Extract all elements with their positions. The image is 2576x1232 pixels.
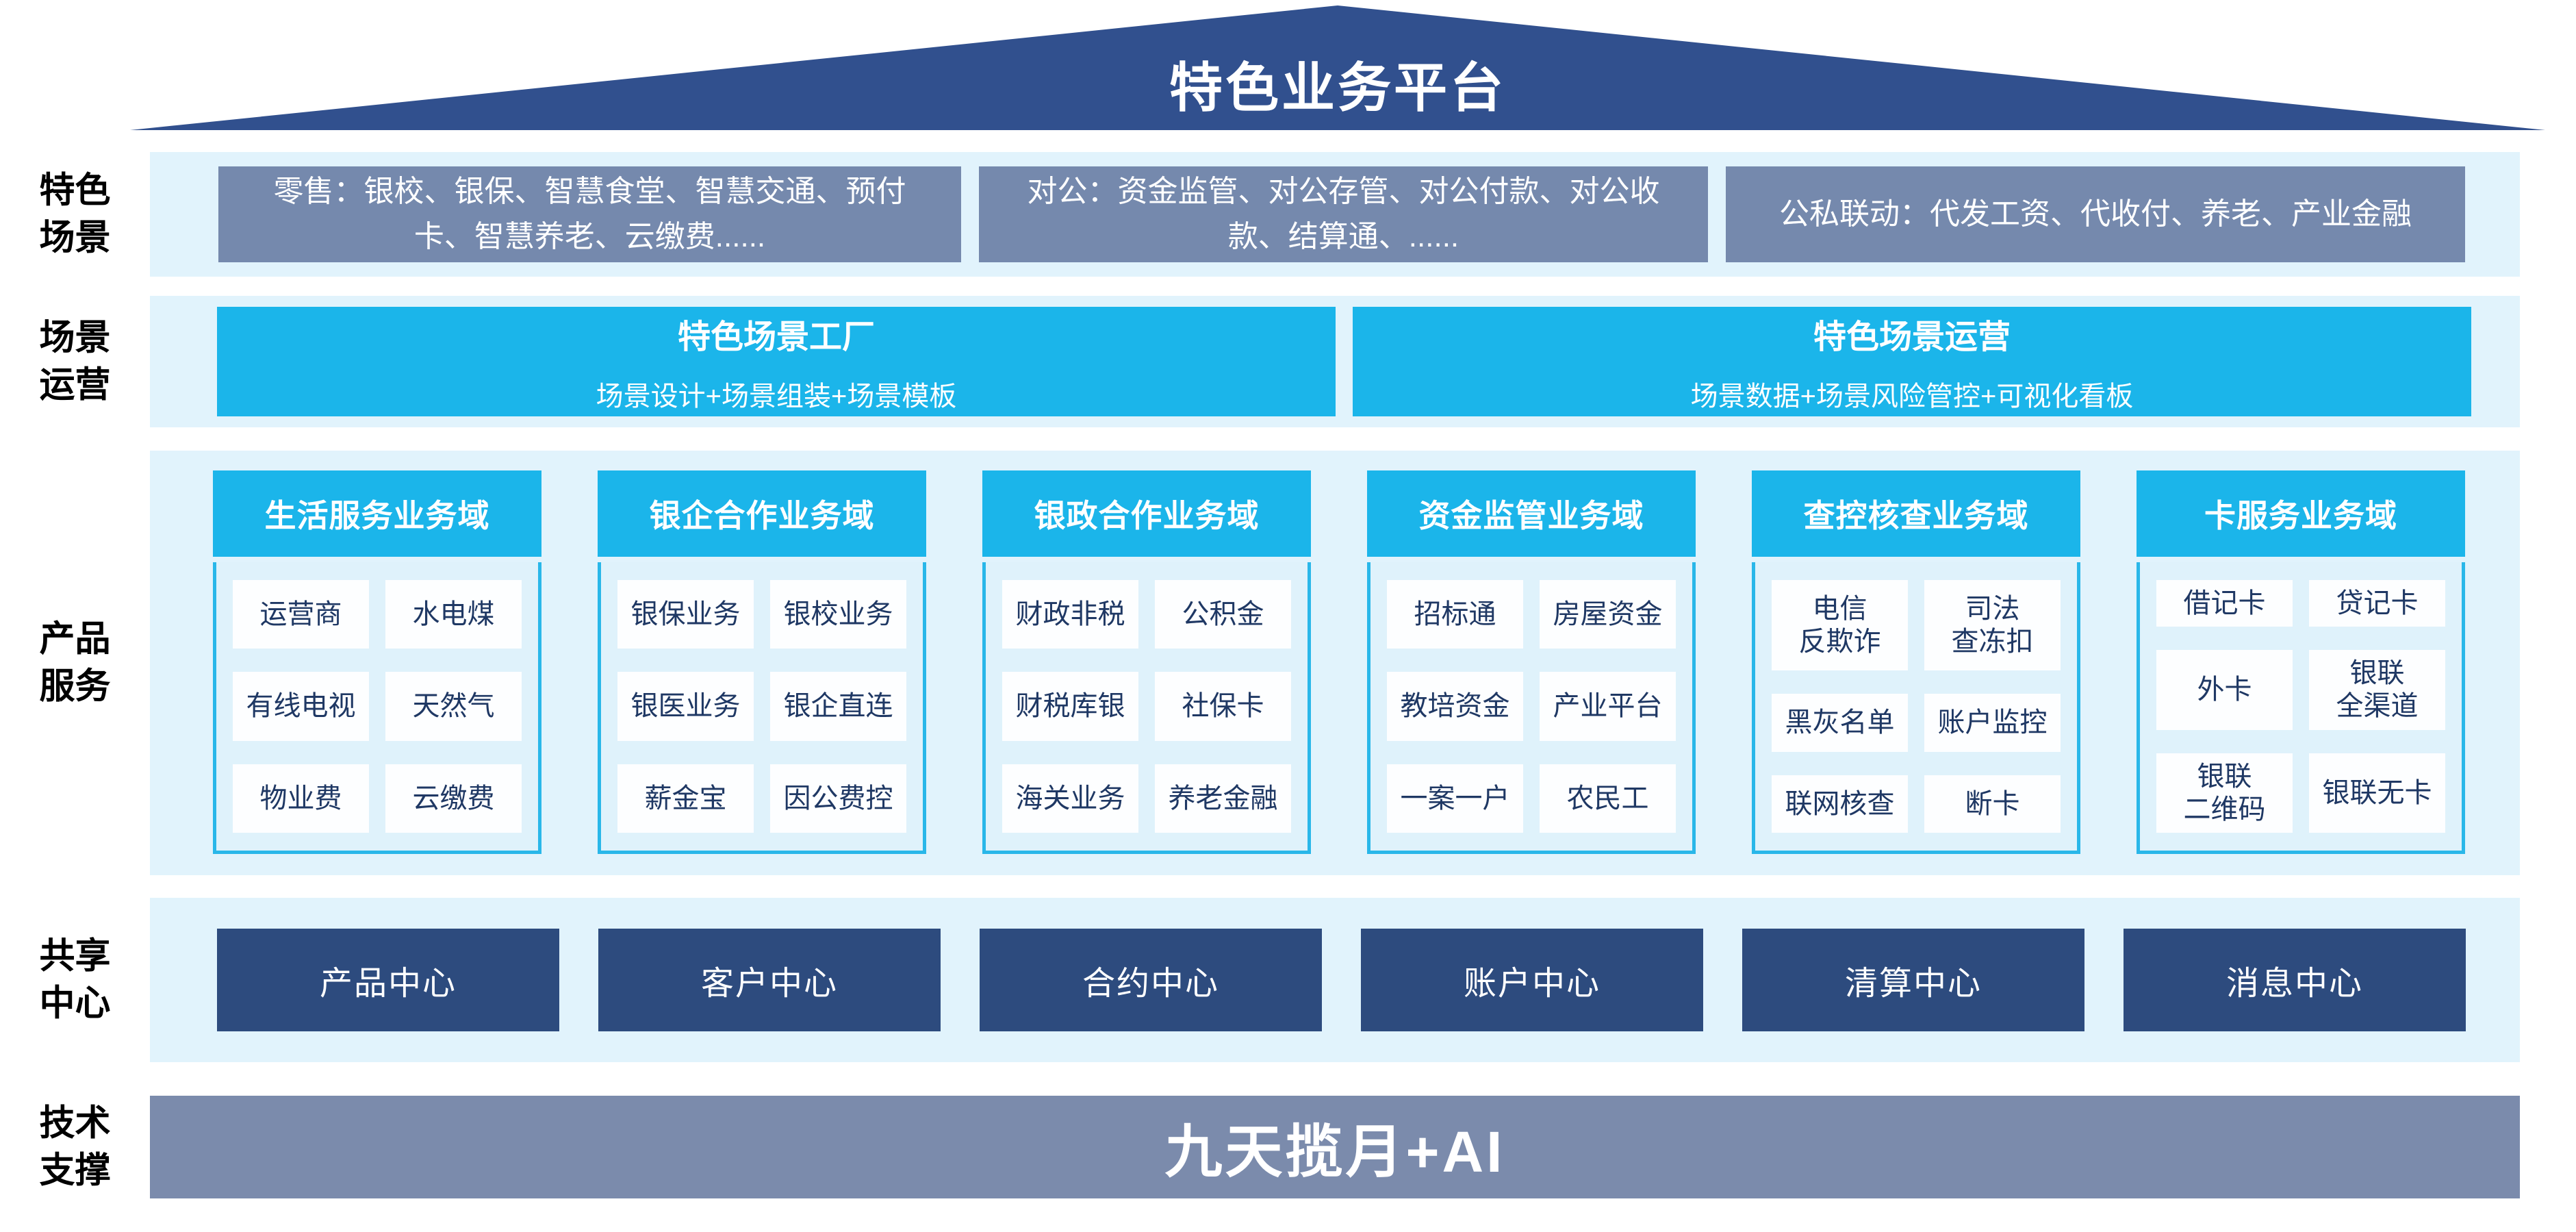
row-label-operation: 场景 运营 <box>39 318 111 405</box>
product-cell: 公积金 <box>1155 580 1291 649</box>
domain-body: 运营商 水电煤 有线电视 天然气 物业费 云缴费 <box>213 562 541 854</box>
scene-factory-subtitle: 场景设计+场景组装+场景模板 <box>596 381 957 412</box>
product-cell: 水电煤 <box>385 580 522 649</box>
domain-column-inspection-verification: 查控核查业务域 电信 反欺诈 司法 查冻扣 黑灰名单 账户监控 联网核查 断卡 <box>1752 470 2080 854</box>
domain-column-fund-supervision: 资金监管业务域 招标通 房屋资金 教培资金 产业平台 一案一户 农民工 <box>1367 470 1696 854</box>
scene-operation-subtitle: 场景数据+场景风险管控+可视化看板 <box>1690 381 2134 412</box>
product-cell: 物业费 <box>233 764 369 833</box>
product-cell: 因公费控 <box>770 764 906 833</box>
domain-header: 资金监管业务域 <box>1367 470 1696 557</box>
product-cell: 财政非税 <box>1002 580 1138 649</box>
row-label-centers: 共享 中心 <box>39 936 111 1023</box>
product-cell: 联网核查 <box>1772 775 1908 833</box>
scene-factory-box: 特色场景工厂 场景设计+场景组装+场景模板 <box>217 307 1336 416</box>
domain-body: 借记卡 贷记卡 外卡 银联 全渠道 银联 二维码 银联无卡 <box>2137 562 2465 854</box>
operation-band: 特色场景工厂 场景设计+场景组装+场景模板 特色场景运营 场景数据+场景风险管控… <box>150 296 2520 427</box>
product-cell: 一案一户 <box>1387 764 1523 833</box>
product-cell: 外卡 <box>2156 650 2293 730</box>
domain-column-life-services: 生活服务业务域 运营商 水电煤 有线电视 天然气 物业费 云缴费 <box>213 470 541 854</box>
product-cell: 电信 反欺诈 <box>1772 580 1908 671</box>
product-cell: 社保卡 <box>1155 672 1291 741</box>
row-label-tech: 技术 支撑 <box>39 1103 111 1190</box>
domain-body: 银保业务 银校业务 银医业务 银企直连 薪金宝 因公费控 <box>598 562 926 854</box>
domain-body: 财政非税 公积金 财税库银 社保卡 海关业务 养老金融 <box>982 562 1311 854</box>
domain-column-card-services: 卡服务业务域 借记卡 贷记卡 外卡 银联 全渠道 银联 二维码 银联无卡 <box>2137 470 2465 854</box>
product-cell: 银企直连 <box>770 672 906 741</box>
scene-operation-box: 特色场景运营 场景数据+场景风险管控+可视化看板 <box>1353 307 2471 416</box>
scene-factory-title: 特色场景工厂 <box>677 319 875 355</box>
scene-operation-title: 特色场景运营 <box>1813 319 2011 355</box>
products-band: 生活服务业务域 运营商 水电煤 有线电视 天然气 物业费 云缴费 银企合作业务域… <box>150 451 2520 875</box>
scene-box-corporate: 对公：资金监管、对公存管、对公付款、对公收 款、结算通、...... <box>979 166 1708 262</box>
product-cell: 海关业务 <box>1002 764 1138 833</box>
product-cell: 薪金宝 <box>617 764 754 833</box>
domain-header: 卡服务业务域 <box>2137 470 2465 557</box>
product-cell: 司法 查冻扣 <box>1924 580 2061 671</box>
platform-title: 特色业务平台 <box>1169 58 1506 118</box>
product-cell: 银医业务 <box>617 672 754 741</box>
product-cell: 账户监控 <box>1924 694 2061 752</box>
center-box-account: 账户中心 <box>1361 929 1703 1031</box>
row-label-products: 产品 服务 <box>39 619 111 706</box>
product-cell: 有线电视 <box>233 672 369 741</box>
product-cell: 教培资金 <box>1387 672 1523 741</box>
roof-banner: 特色业务平台 <box>130 5 2545 130</box>
domain-column-bank-government: 银政合作业务域 财政非税 公积金 财税库银 社保卡 海关业务 养老金融 <box>982 470 1311 854</box>
domain-header: 银政合作业务域 <box>982 470 1311 557</box>
domain-header: 查控核查业务域 <box>1752 470 2080 557</box>
scene-box-public-private: 公私联动：代发工资、代收付、养老、产业金融 <box>1726 166 2465 262</box>
product-cell: 运营商 <box>233 580 369 649</box>
product-cell: 天然气 <box>385 672 522 741</box>
tech-support-bar: 九天揽月+AI <box>150 1096 2520 1198</box>
product-cell: 银校业务 <box>770 580 906 649</box>
domain-body: 招标通 房屋资金 教培资金 产业平台 一案一户 农民工 <box>1367 562 1696 854</box>
product-cell: 房屋资金 <box>1540 580 1676 649</box>
center-box-message: 消息中心 <box>2124 929 2466 1031</box>
product-cell: 云缴费 <box>385 764 522 833</box>
product-cell: 农民工 <box>1540 764 1676 833</box>
row-label-scenes: 特色 场景 <box>39 171 111 257</box>
product-cell: 黑灰名单 <box>1772 694 1908 752</box>
product-cell: 借记卡 <box>2156 580 2293 627</box>
domain-header: 银企合作业务域 <box>598 470 926 557</box>
domain-header: 生活服务业务域 <box>213 470 541 557</box>
domain-body: 电信 反欺诈 司法 查冻扣 黑灰名单 账户监控 联网核查 断卡 <box>1752 562 2080 854</box>
product-cell: 银联无卡 <box>2309 753 2445 833</box>
product-cell: 招标通 <box>1387 580 1523 649</box>
center-box-clearing: 清算中心 <box>1742 929 2084 1031</box>
product-cell: 贷记卡 <box>2309 580 2445 627</box>
center-box-product: 产品中心 <box>217 929 559 1031</box>
product-cell: 银联 二维码 <box>2156 753 2293 833</box>
product-cell: 产业平台 <box>1540 672 1676 741</box>
product-cell: 银保业务 <box>617 580 754 649</box>
domain-column-bank-enterprise: 银企合作业务域 银保业务 银校业务 银医业务 银企直连 薪金宝 因公费控 <box>598 470 926 854</box>
scenes-band: 零售：银校、银保、智慧食堂、智慧交通、预付 卡、智慧养老、云缴费...... 对… <box>150 152 2520 277</box>
product-cell: 银联 全渠道 <box>2309 650 2445 730</box>
product-cell: 断卡 <box>1924 775 2061 833</box>
product-cell: 财税库银 <box>1002 672 1138 741</box>
product-cell: 养老金融 <box>1155 764 1291 833</box>
centers-band: 产品中心 客户中心 合约中心 账户中心 清算中心 消息中心 <box>150 898 2520 1062</box>
center-box-contract: 合约中心 <box>980 929 1322 1031</box>
scene-box-retail: 零售：银校、银保、智慧食堂、智慧交通、预付 卡、智慧养老、云缴费...... <box>218 166 961 262</box>
center-box-customer: 客户中心 <box>598 929 941 1031</box>
